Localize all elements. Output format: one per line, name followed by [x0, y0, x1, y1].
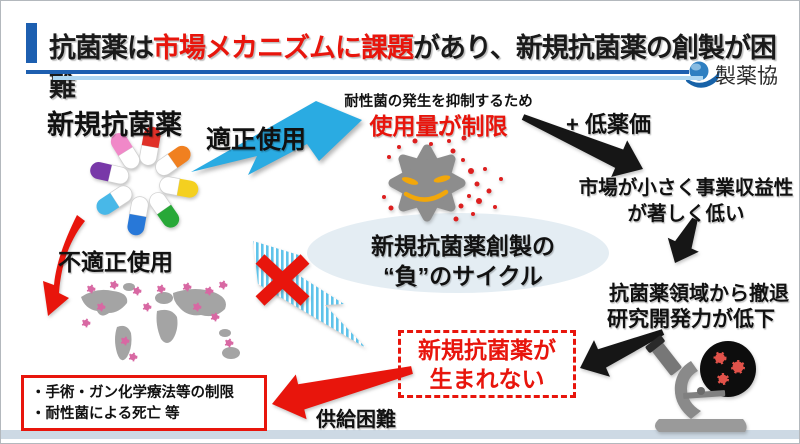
title-accent-bar: [26, 23, 37, 63]
label-withdrawal: 抗菌薬領域から撤退: [609, 283, 789, 305]
divider-dark-line: [26, 70, 689, 74]
proper-use-arrow: [191, 101, 362, 175]
label-supply-difficulty: 供給困難: [316, 409, 396, 431]
label-cycle-line1: 新規抗菌薬創製の: [371, 233, 555, 259]
red-x-icon: [255, 254, 310, 306]
consequence-item: ・手術・ガン化学療法等の制限: [31, 385, 234, 401]
bottom-template-band: [1, 430, 799, 439]
label-rd-decline: 研究開発力が低下: [607, 308, 775, 331]
broken-supply-arrow: [253, 241, 366, 348]
label-small-market-line1: 市場が小さく事業収益性: [578, 177, 794, 199]
cycle-ellipse: [307, 213, 609, 293]
world-map-icon: [81, 280, 240, 362]
supply-difficulty-arrow: [272, 366, 413, 420]
consequence-item: ・耐性菌による死亡 等: [31, 406, 180, 422]
label-plus-low-price: + 低薬価: [566, 112, 651, 137]
logo-globe-icon: [685, 61, 720, 88]
no-new-line1: 新規抗菌薬が: [418, 337, 556, 363]
label-small-market-line2: が著しく低い: [627, 203, 745, 225]
bacteria-icon: [382, 131, 503, 222]
microscope-icon: [645, 335, 756, 432]
spore-dots: [382, 131, 503, 222]
restricted-to-market-arrow: [521, 114, 643, 177]
label-proper-use: 適正使用: [206, 126, 307, 154]
logo-text: 製薬協: [715, 65, 778, 88]
label-usage-restricted: 使用量が制限: [369, 113, 508, 139]
no-new-antibiotics-box: 新規抗菌薬が 生まれない: [398, 330, 576, 398]
improper-use-arrow: [43, 215, 85, 316]
pill-pinwheel-icon: [90, 126, 199, 236]
map-virus-marks: [81, 280, 234, 362]
label-suppress-note: 耐性菌の発生を抑制するため: [344, 94, 533, 110]
label-improper-use: 不適正使用: [58, 249, 173, 275]
consequences-box: ・手術・ガン化学療法等の制限 ・耐性菌による死亡 等: [21, 375, 267, 431]
label-cycle-line2: “負”のサイクル: [383, 263, 543, 289]
market-to-withdrawal-arrow: [667, 217, 699, 263]
divider-light-line: [53, 76, 703, 80]
title-part-highlight: 市場メカニズムに課題: [153, 33, 414, 63]
title-part-prefix: 抗菌薬は: [49, 33, 154, 63]
withdrawal-to-box-arrow: [580, 329, 665, 377]
slide-title: 抗菌薬は市場メカニズムに課題があり、新規抗菌薬の創製が困難: [49, 26, 799, 104]
label-new-antibiotic: 新規抗菌薬: [47, 110, 182, 140]
no-new-line2: 生まれない: [429, 366, 545, 392]
